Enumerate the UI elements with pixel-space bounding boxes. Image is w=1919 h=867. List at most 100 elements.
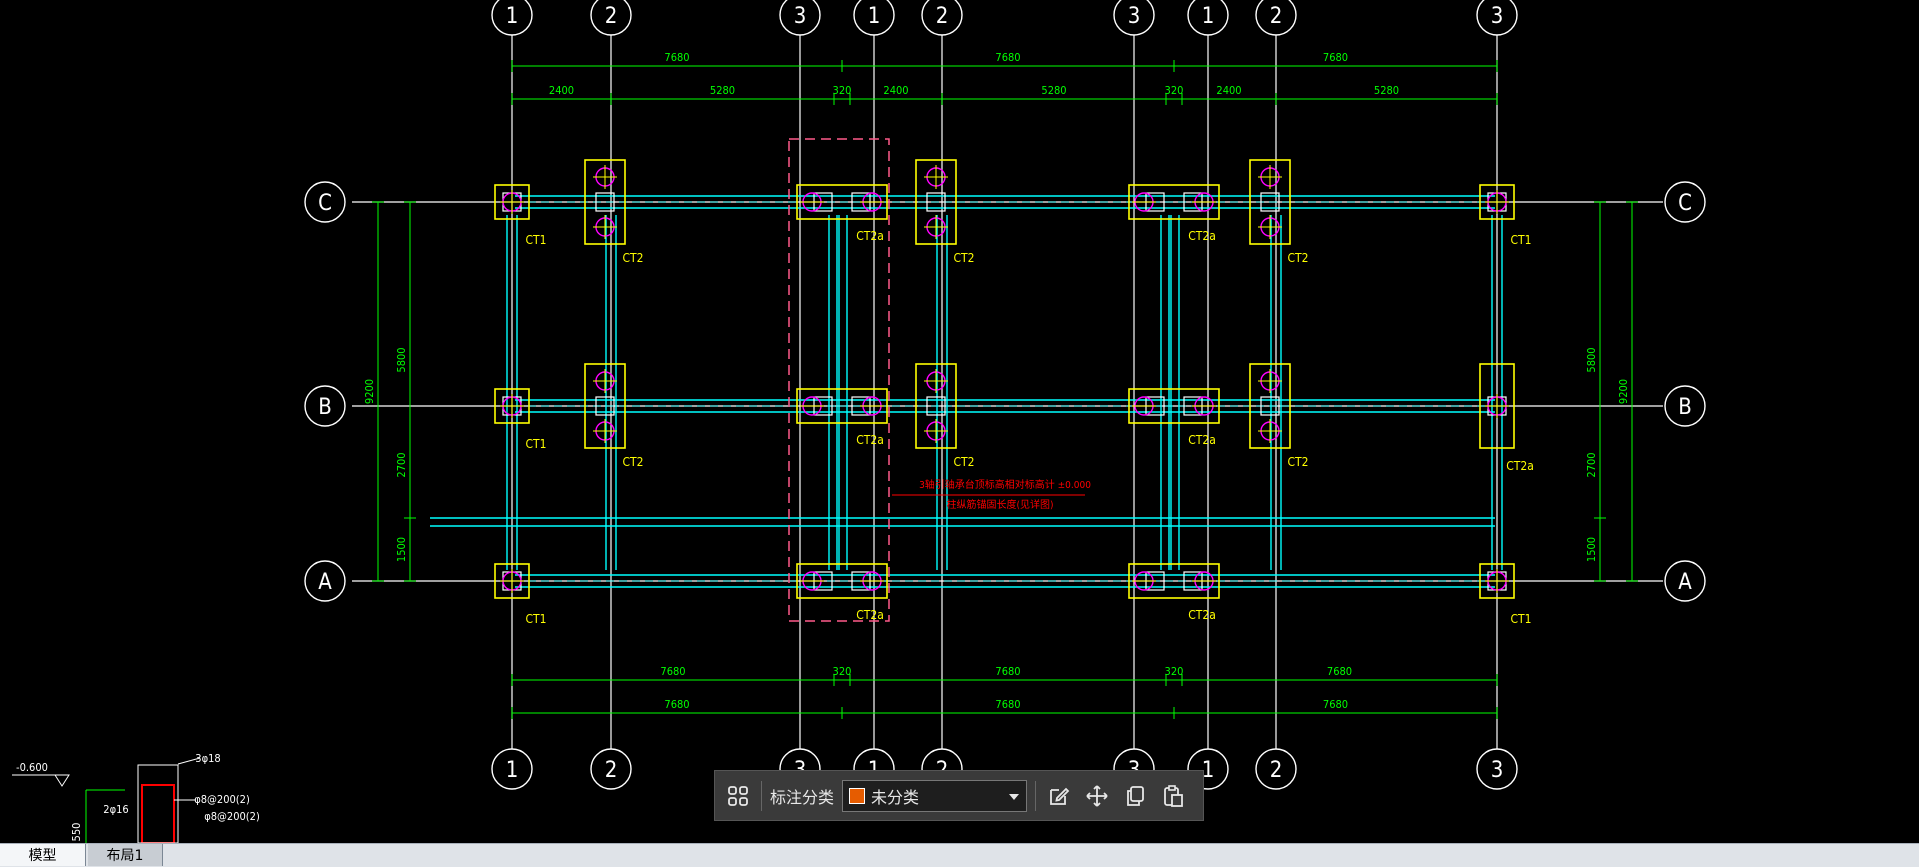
copy-icon[interactable] bbox=[1120, 781, 1150, 811]
dimension-text: 5280 bbox=[710, 84, 735, 97]
pile-cap bbox=[915, 159, 957, 245]
cap-label: CT2a bbox=[1188, 433, 1216, 447]
grid-bubble bbox=[1664, 385, 1706, 427]
detail-section bbox=[141, 784, 175, 843]
dimension-text: 2700 bbox=[1585, 452, 1598, 477]
dimension-text: 9200 bbox=[363, 379, 376, 404]
annotation-category-select[interactable]: 未分类 bbox=[842, 779, 1028, 812]
dimension-text: 5800 bbox=[395, 347, 408, 372]
cap-label: CT2 bbox=[623, 251, 644, 265]
cap-label: CT2a bbox=[856, 608, 884, 622]
grid-label: 3 bbox=[794, 4, 807, 29]
note-text: 3轴引轴承台顶标高相对标高计 ±0.000 bbox=[919, 478, 1091, 491]
edit-icon[interactable] bbox=[1044, 781, 1074, 811]
leader-line bbox=[177, 757, 201, 765]
grid-icon[interactable] bbox=[723, 781, 753, 811]
dimension-text: 7680 bbox=[995, 51, 1020, 64]
grid-bubble bbox=[1255, 748, 1297, 790]
grid-label: A bbox=[1678, 570, 1692, 595]
grid-label: B bbox=[318, 395, 332, 420]
dimension-text: 320 bbox=[833, 665, 852, 678]
chevron-down-icon bbox=[1008, 786, 1020, 805]
grid-label: B bbox=[1678, 395, 1692, 420]
grid-bubble bbox=[921, 0, 963, 36]
cad-drawing: CT1CT1CT1CT1CT1CT2aCT2CT2CT2CT2CT2CT2CT2… bbox=[12, 0, 1706, 843]
dimension-text: 2400 bbox=[1216, 84, 1241, 97]
toolbar-divider bbox=[1035, 780, 1037, 811]
pile-cap bbox=[796, 563, 888, 599]
dimension-text: 5280 bbox=[1374, 84, 1399, 97]
grid-label: 3 bbox=[1128, 4, 1141, 29]
grid-label: 2 bbox=[1270, 4, 1283, 29]
grid-bubble bbox=[590, 0, 632, 36]
tab-model[interactable]: 模型 bbox=[0, 844, 86, 866]
grid-label: 1 bbox=[506, 4, 519, 29]
grid-label: 1 bbox=[1202, 4, 1215, 29]
grid-bubble bbox=[1664, 181, 1706, 223]
dimension-text: 7680 bbox=[660, 665, 685, 678]
pile-cap bbox=[584, 363, 626, 449]
detail-text: 3φ18 bbox=[195, 752, 220, 765]
grid-bubble bbox=[1664, 560, 1706, 602]
cap-label: CT2 bbox=[1288, 251, 1309, 265]
cap-label: CT2 bbox=[1288, 455, 1309, 469]
pile-cap bbox=[796, 184, 888, 220]
grid-label: 3 bbox=[1491, 4, 1504, 29]
move-icon[interactable] bbox=[1082, 781, 1112, 811]
grid-label: C bbox=[318, 191, 332, 216]
pile-cap bbox=[1479, 363, 1515, 449]
elevation-marker bbox=[54, 774, 70, 787]
detail-text: 2φ16 bbox=[103, 803, 128, 816]
layout-tab-bar: 模型 布局1 bbox=[0, 843, 1919, 867]
column bbox=[1260, 396, 1280, 416]
cap-label: CT2a bbox=[1188, 229, 1216, 243]
grid-label: 1 bbox=[868, 4, 881, 29]
grid-label: 3 bbox=[1491, 758, 1504, 783]
dimension-text: 2400 bbox=[883, 84, 908, 97]
grid-bubble bbox=[1113, 0, 1155, 36]
pile-cap bbox=[1128, 388, 1220, 424]
detail-text: 550 bbox=[70, 823, 83, 842]
grid-bubble bbox=[304, 385, 346, 427]
grid-bubble bbox=[491, 748, 533, 790]
grid-label: 2 bbox=[605, 4, 618, 29]
cap-label: CT2 bbox=[954, 455, 975, 469]
cap-label: CT2 bbox=[623, 455, 644, 469]
cap-label: CT1 bbox=[526, 233, 547, 247]
grid-bubble bbox=[491, 0, 533, 36]
grid-label: 2 bbox=[936, 4, 949, 29]
cap-label: CT2a bbox=[856, 433, 884, 447]
paste-icon[interactable] bbox=[1158, 781, 1188, 811]
dimension-text: 5280 bbox=[1041, 84, 1066, 97]
cap-label: CT2a bbox=[1506, 459, 1534, 473]
detail-text: -0.600 bbox=[16, 761, 48, 774]
dimension-text: 9200 bbox=[1617, 379, 1630, 404]
column bbox=[926, 192, 946, 212]
cap-label: CT1 bbox=[526, 437, 547, 451]
dimension-text: 7680 bbox=[1327, 665, 1352, 678]
grid-bubble bbox=[1476, 748, 1518, 790]
column bbox=[595, 192, 615, 212]
grid-label: 1 bbox=[506, 758, 519, 783]
grid-bubble bbox=[1255, 0, 1297, 36]
pile-cap bbox=[1249, 363, 1291, 449]
pile-cap bbox=[915, 363, 957, 449]
note-text: 柱纵筋锚固长度(见详图) bbox=[946, 498, 1053, 511]
cap-label: CT1 bbox=[1511, 233, 1532, 247]
toolbar-divider bbox=[761, 780, 762, 811]
dimension-text: 320 bbox=[1165, 84, 1184, 97]
dimension-text: 7680 bbox=[664, 698, 689, 711]
dimension-text: 320 bbox=[833, 84, 852, 97]
column bbox=[595, 396, 615, 416]
tab-layout1[interactable]: 布局1 bbox=[88, 844, 163, 866]
detail-text: φ8@200(2) bbox=[194, 793, 250, 806]
revision-cloud bbox=[788, 138, 890, 622]
dimension-text: 7680 bbox=[1323, 51, 1348, 64]
pile-cap bbox=[494, 184, 530, 220]
dimension-text: 320 bbox=[1165, 665, 1184, 678]
grid-label: A bbox=[318, 570, 332, 595]
detail-text: φ8@200(2) bbox=[204, 810, 260, 823]
cap-label: CT2 bbox=[954, 251, 975, 265]
category-color-swatch bbox=[849, 787, 866, 804]
